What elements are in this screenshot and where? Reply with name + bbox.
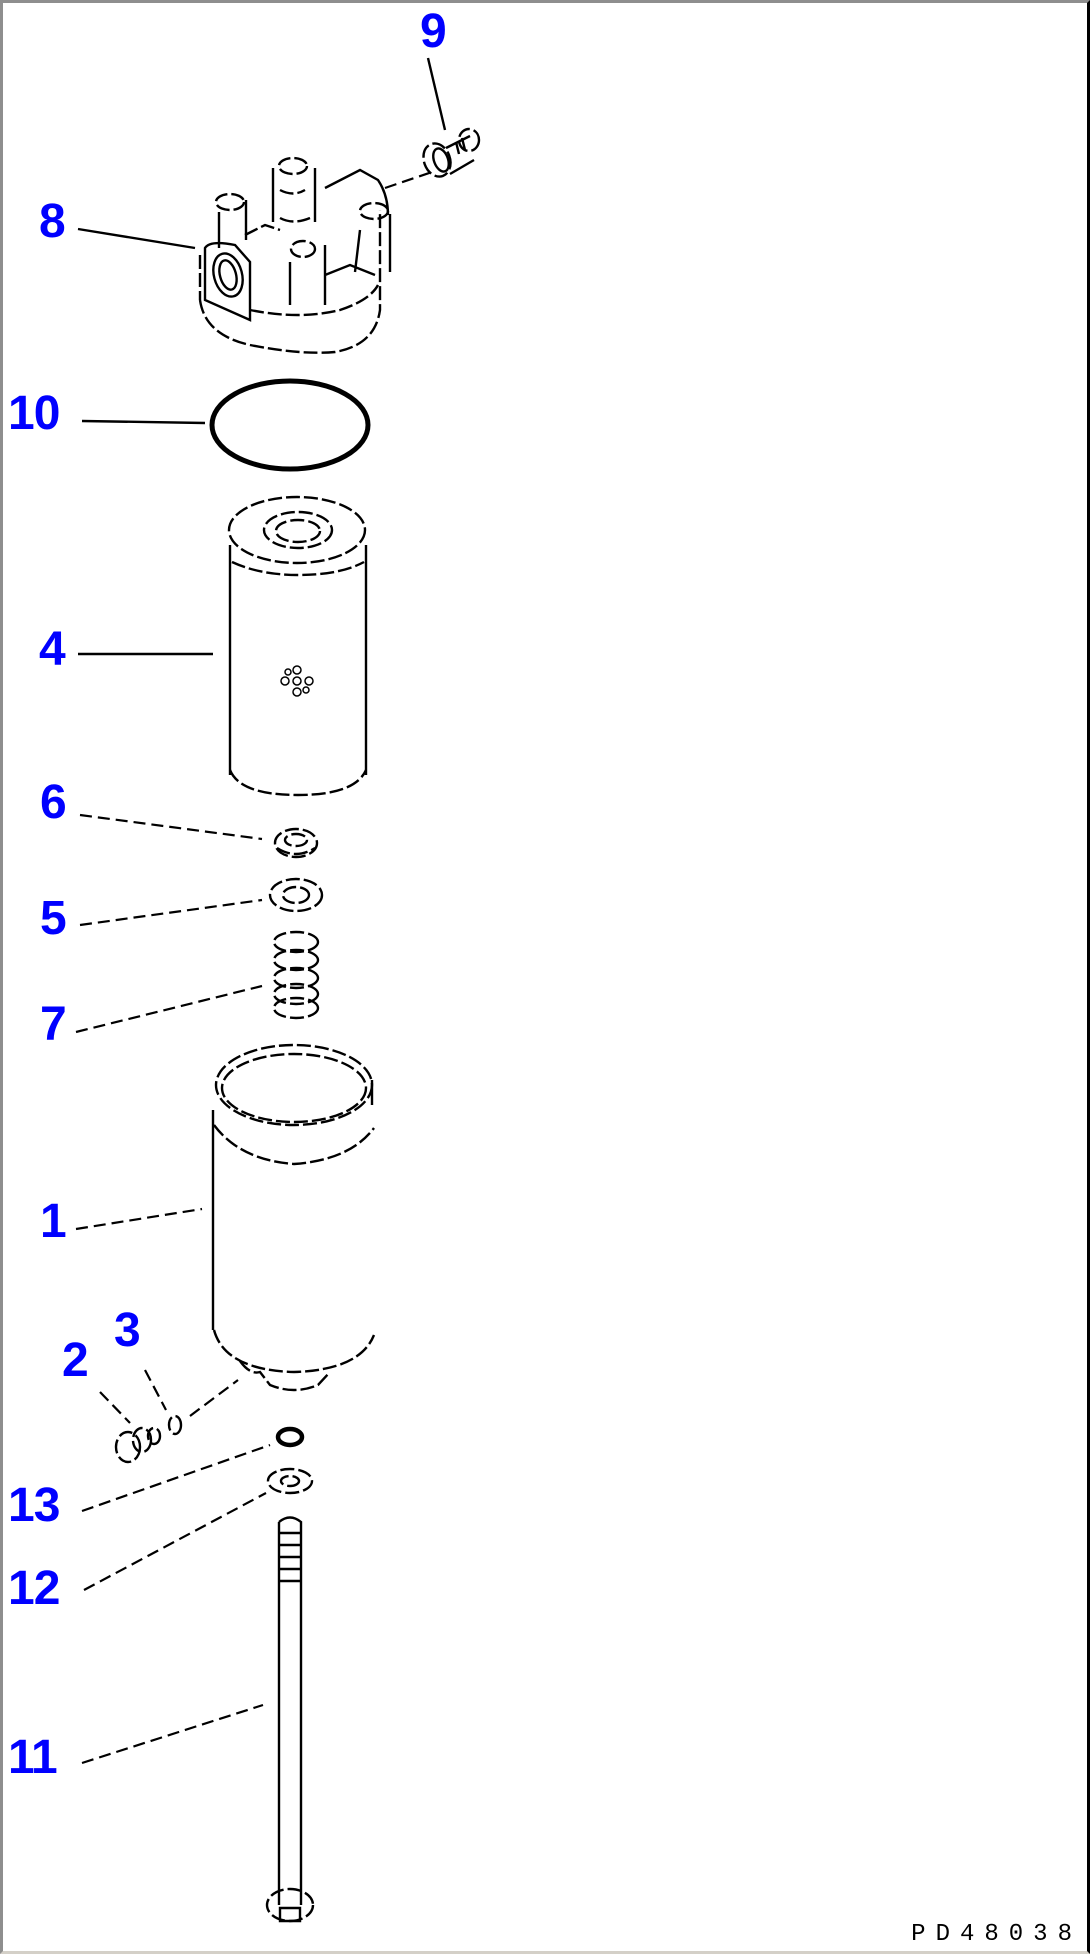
part-4-filter-element[interactable] — [227, 495, 368, 797]
part-11-center-bolt[interactable] — [265, 1516, 315, 1923]
part-3-o-ring[interactable] — [167, 1414, 183, 1436]
callout-2: 2 — [62, 1334, 89, 1387]
callout-4: 4 — [39, 623, 66, 676]
part-8-filter-head[interactable] — [198, 156, 392, 354]
callout-7: 7 — [40, 998, 67, 1051]
part-2-drain-plug[interactable] — [114, 1426, 162, 1464]
part-5-washer[interactable] — [268, 877, 324, 913]
logo-icon — [280, 665, 314, 697]
part-7-spring[interactable] — [272, 930, 320, 1020]
callout-12: 12 — [8, 1562, 60, 1615]
part-12-washer[interactable] — [266, 1467, 314, 1495]
callout-3: 3 — [114, 1304, 141, 1357]
callout-8: 8 — [39, 195, 66, 248]
callout-5: 5 — [40, 892, 67, 945]
callout-1: 1 — [40, 1195, 67, 1248]
part-9-bleeder-plug[interactable] — [419, 127, 481, 180]
part-13-o-ring[interactable] — [275, 1426, 305, 1448]
callout-6: 6 — [40, 776, 67, 829]
callout-9: 9 — [420, 5, 447, 58]
callout-10: 10 — [8, 387, 60, 440]
part-1-filter-bowl[interactable] — [211, 1043, 376, 1392]
callout-13: 13 — [8, 1479, 60, 1532]
leader-lines — [75, 57, 447, 1765]
part-10-o-ring[interactable] — [209, 378, 371, 472]
callout-11: 11 — [8, 1731, 58, 1784]
part-6-seal[interactable] — [273, 827, 319, 859]
drawing-code: PD48038 — [911, 1921, 1082, 1948]
